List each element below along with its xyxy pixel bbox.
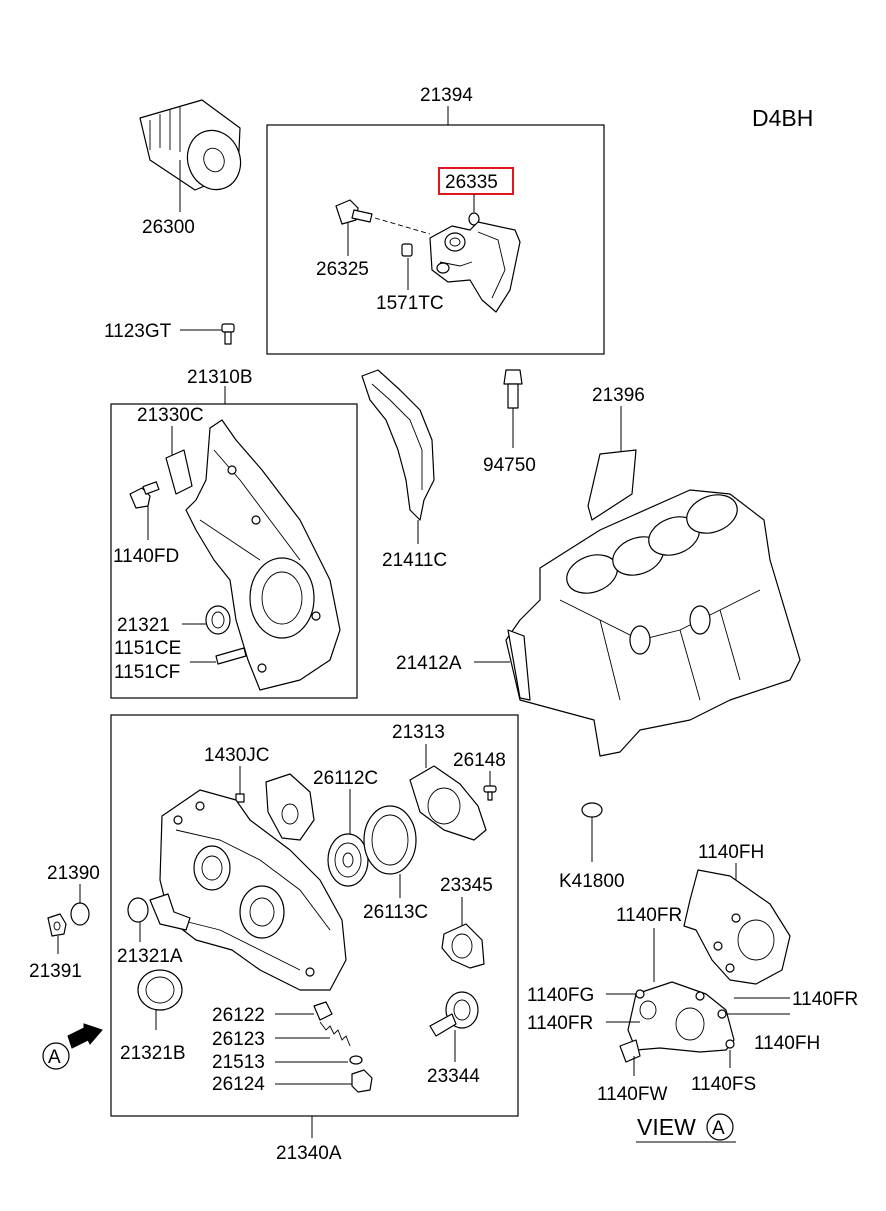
pin-1430JC xyxy=(235,793,245,803)
view-caption: VIEW xyxy=(637,1114,696,1140)
part-label-21321[interactable]: 21321 xyxy=(117,615,170,636)
gear-26112C xyxy=(327,833,369,887)
part-label-1123GT[interactable]: 1123GT xyxy=(104,321,172,342)
spring-26123 xyxy=(319,1021,351,1047)
oil-pump-relief-housing xyxy=(429,221,521,313)
outer-rotor-26113C xyxy=(363,805,417,875)
view-a-lower-case xyxy=(619,981,735,1063)
part-label-21330C[interactable]: 21330C xyxy=(137,405,204,426)
model-code: D4BH xyxy=(752,105,813,131)
part-label-1430JC[interactable]: 1430JC xyxy=(204,745,270,766)
bolt-1123GT xyxy=(221,323,235,345)
part-label-26113C[interactable]: 26113C xyxy=(363,902,428,923)
part-label-26123[interactable]: 26123 xyxy=(212,1029,265,1050)
part-label-26335[interactable]: 26335 xyxy=(445,172,498,193)
part-label-21313[interactable]: 21313 xyxy=(392,722,445,743)
balance-shaft-gear-23344 xyxy=(429,991,479,1037)
part-label-26112C[interactable]: 26112C xyxy=(313,768,378,789)
o-ring-26335 xyxy=(468,212,480,226)
stud-1151C xyxy=(215,647,247,665)
part-label-21513[interactable]: 21513 xyxy=(212,1052,265,1073)
part-label-1140FS[interactable]: 1140FS xyxy=(691,1074,756,1095)
part-label-23344[interactable]: 23344 xyxy=(427,1066,480,1087)
part-label-21390[interactable]: 21390 xyxy=(47,863,100,884)
bolt-1140FD xyxy=(129,481,160,509)
part-label-21396[interactable]: 21396 xyxy=(592,385,645,406)
timing-cover-box xyxy=(110,403,358,699)
part-label-1140FR-left[interactable]: 1140FR xyxy=(527,1013,593,1034)
part-label-21310B[interactable]: 21310B xyxy=(187,367,253,388)
part-label-K41800[interactable]: K41800 xyxy=(559,871,625,892)
view-a-arrow xyxy=(42,1023,103,1070)
part-label-1151CE[interactable]: 1151CE xyxy=(114,638,181,659)
front-case-box xyxy=(110,714,519,1117)
relief-plunger-26122 xyxy=(313,1001,333,1021)
engine-block-21412A xyxy=(505,489,801,757)
part-label-1151CF[interactable]: 1151CF xyxy=(114,662,180,683)
part-label-26325[interactable]: 26325 xyxy=(316,259,369,280)
part-label-26124[interactable]: 26124 xyxy=(212,1074,265,1095)
part-label-26148[interactable]: 26148 xyxy=(453,750,506,771)
pump-gasket-21313 xyxy=(409,765,487,841)
view-letter-circle xyxy=(706,1113,734,1141)
o-ring-K41800 xyxy=(581,802,603,818)
part-label-21321B[interactable]: 21321B xyxy=(120,1043,186,1064)
part-label-1140FG[interactable]: 1140FG xyxy=(527,985,594,1006)
highlight-box-26335 xyxy=(438,167,514,195)
oil-seal-21321B xyxy=(137,969,183,1011)
part-label-1140FR-right[interactable]: 1140FR xyxy=(792,989,858,1010)
bracket-21330C xyxy=(165,449,193,495)
part-label-1140FW[interactable]: 1140FW xyxy=(597,1084,667,1105)
o-ring-21390 xyxy=(70,902,90,926)
washer-21513 xyxy=(349,1055,363,1065)
part-label-26300[interactable]: 26300 xyxy=(142,217,195,238)
part-label-1140FR-top[interactable]: 1140FR xyxy=(616,905,682,926)
part-label-1140FH-top[interactable]: 1140FH xyxy=(698,842,764,863)
plug-26124 xyxy=(351,1069,373,1093)
pump-cover-plate xyxy=(265,773,315,841)
part-label-21391[interactable]: 21391 xyxy=(29,961,82,982)
part-label-23345[interactable]: 23345 xyxy=(440,875,493,896)
part-label-1140FH-right[interactable]: 1140FH xyxy=(754,1033,820,1054)
oil-seal-21321 xyxy=(205,605,231,635)
part-label-21394[interactable]: 21394 xyxy=(420,85,473,106)
oil-pump-group-box xyxy=(266,124,605,355)
oil-filter-26300 xyxy=(139,99,242,191)
view-a-upper-cover xyxy=(683,869,791,985)
part-label-94750[interactable]: 94750 xyxy=(483,455,536,476)
view-letter: A xyxy=(712,1118,725,1139)
part-label-21340A[interactable]: 21340A xyxy=(276,1143,342,1164)
part-label-1571TC[interactable]: 1571TC xyxy=(376,293,444,314)
arrow-letter: A xyxy=(48,1047,61,1068)
balance-gear-23345 xyxy=(441,923,485,969)
gasket-21396 xyxy=(587,449,637,521)
oil-seal-21321A xyxy=(127,897,149,923)
part-label-21411C[interactable]: 21411C xyxy=(382,550,447,571)
timing-cover-21310B xyxy=(185,419,341,691)
sensor-94750 xyxy=(503,369,523,409)
gasket-21411C xyxy=(361,369,435,521)
bolt-26325 xyxy=(335,199,431,235)
front-case-body xyxy=(149,789,347,991)
plug-21391 xyxy=(47,913,67,937)
screw-26148 xyxy=(483,785,497,801)
pin-1571TC xyxy=(401,243,413,257)
part-label-21321A[interactable]: 21321A xyxy=(117,946,183,967)
part-label-21412A[interactable]: 21412A xyxy=(396,653,462,674)
part-label-26122[interactable]: 26122 xyxy=(212,1005,265,1026)
part-label-1140FD[interactable]: 1140FD xyxy=(113,546,179,567)
